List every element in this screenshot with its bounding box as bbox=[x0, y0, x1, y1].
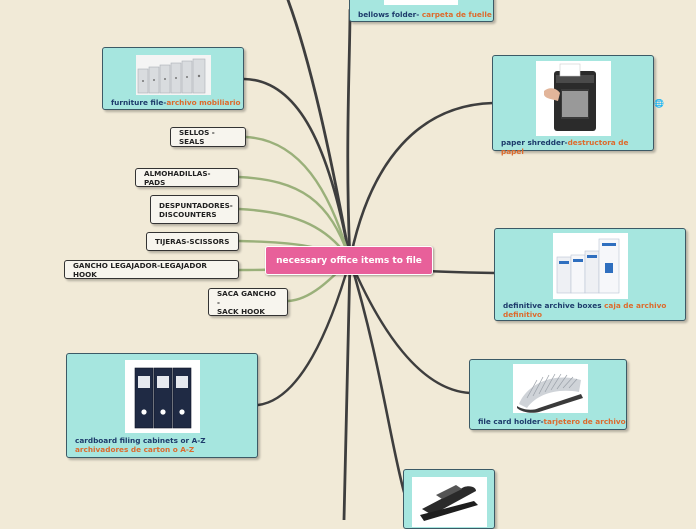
label-sellos[interactable]: SELLOS -SEALS bbox=[170, 127, 246, 147]
node-bellows-folder[interactable]: bellows folder- carpeta de fuelle bbox=[349, 0, 494, 22]
file-card-holder-caption: file card holder-tarjetero de archivo bbox=[478, 417, 626, 426]
node-file-card-holder[interactable]: file card holder-tarjetero de archivo bbox=[469, 359, 627, 430]
node-filing-cabinets[interactable]: cardboard filing cabinets or A-Z archiva… bbox=[66, 353, 258, 458]
label-almohadillas[interactable]: ALMOHADILLAS-PADS bbox=[135, 168, 239, 187]
paper-shredder-image bbox=[536, 61, 611, 136]
branch-bottom bbox=[342, 258, 352, 520]
label-tijeras[interactable]: TIJERAS-SCISSORS bbox=[146, 232, 239, 251]
label-despuntadores[interactable]: DESPUNTADORES- DISCOUNTERS bbox=[150, 195, 239, 224]
archive-boxes-image bbox=[553, 233, 628, 299]
bellows-folder-caption: bellows folder- carpeta de fuelle bbox=[358, 10, 492, 19]
filing-cabinets-image bbox=[125, 360, 200, 433]
central-topic[interactable]: necessary office items to file bbox=[265, 246, 433, 275]
file-card-holder-image bbox=[513, 364, 588, 413]
node-paper-shredder[interactable]: paper shredder-destructora de papel bbox=[492, 55, 654, 156]
node-stapler[interactable] bbox=[403, 469, 495, 529]
branch-bellows-folder bbox=[346, 8, 352, 262]
filing-cabinets-caption: cardboard filing cabinets or A-Z archiva… bbox=[75, 436, 206, 454]
branch-top-left bbox=[286, 0, 352, 262]
branch-paper-shredder bbox=[348, 101, 495, 262]
node-furniture-file[interactable]: furniture file-archivo mobiliario bbox=[102, 47, 244, 110]
branch-furniture-file bbox=[242, 77, 352, 262]
node-archive-boxes[interactable]: definitive archive boxes caja de archivo… bbox=[494, 228, 686, 321]
label-saca-gancho[interactable]: SACA GANCHO - SACK HOOK bbox=[208, 288, 288, 316]
central-topic-label: necessary office items to file bbox=[276, 255, 422, 266]
branch-stapler bbox=[348, 258, 406, 494]
stapler-image bbox=[412, 477, 487, 527]
bellows-folder-image bbox=[384, 0, 458, 5]
branch-almohadillas bbox=[237, 175, 352, 262]
archive-boxes-caption: definitive archive boxes caja de archivo… bbox=[503, 301, 667, 319]
label-gancho[interactable]: GANCHO LEGAJADOR-LEGAJADOR HOOK bbox=[64, 260, 239, 279]
branch-sellos bbox=[244, 135, 352, 262]
branch-file-card-holder bbox=[348, 258, 472, 395]
paper-shredder-caption: paper shredder-destructora de papel bbox=[501, 138, 629, 156]
furniture-file-caption: furniture file-archivo mobiliario bbox=[111, 98, 241, 107]
furniture-file-image bbox=[136, 55, 211, 95]
branch-filing-cabinets bbox=[256, 258, 352, 407]
globe-icon[interactable]: 🌐 bbox=[654, 99, 664, 108]
